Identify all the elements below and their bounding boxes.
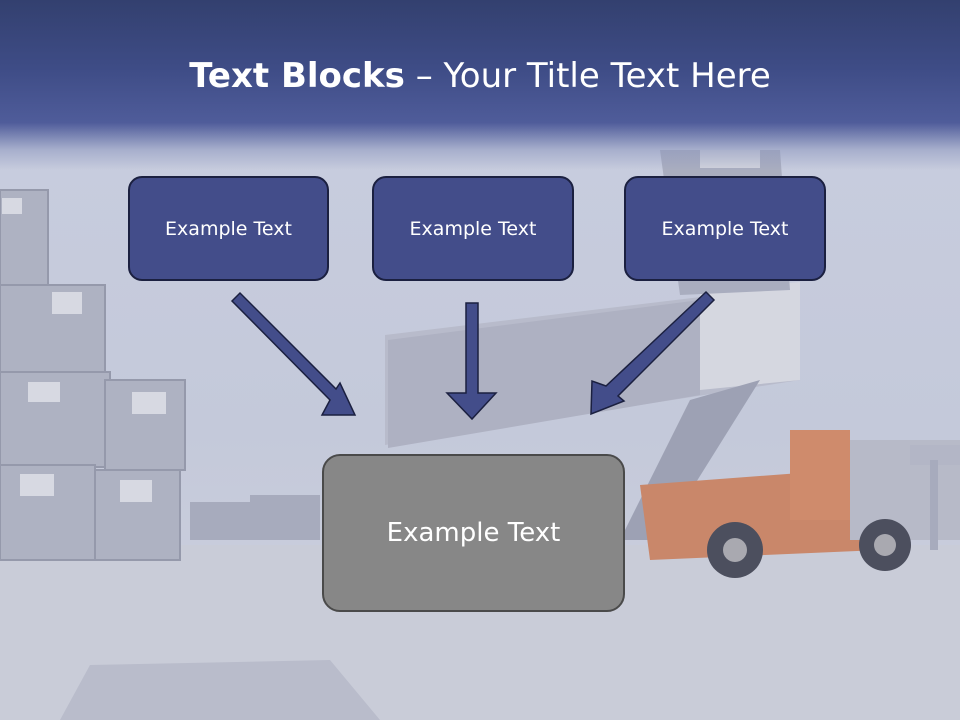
text-block-2[interactable]: Example Text [372,176,574,281]
main-text-block[interactable]: Example Text [322,454,625,612]
container-stack [0,189,186,561]
text-block-1[interactable]: Example Text [128,176,329,281]
text-block-3[interactable]: Example Text [624,176,826,281]
slide-title: Text Blocks – Your Title Text Here [0,54,960,98]
title-band [0,0,960,170]
title-rest-text: Your Title Text Here [443,56,771,96]
title-bold-text: Text Blocks [189,56,405,96]
title-separator: – [404,56,444,96]
